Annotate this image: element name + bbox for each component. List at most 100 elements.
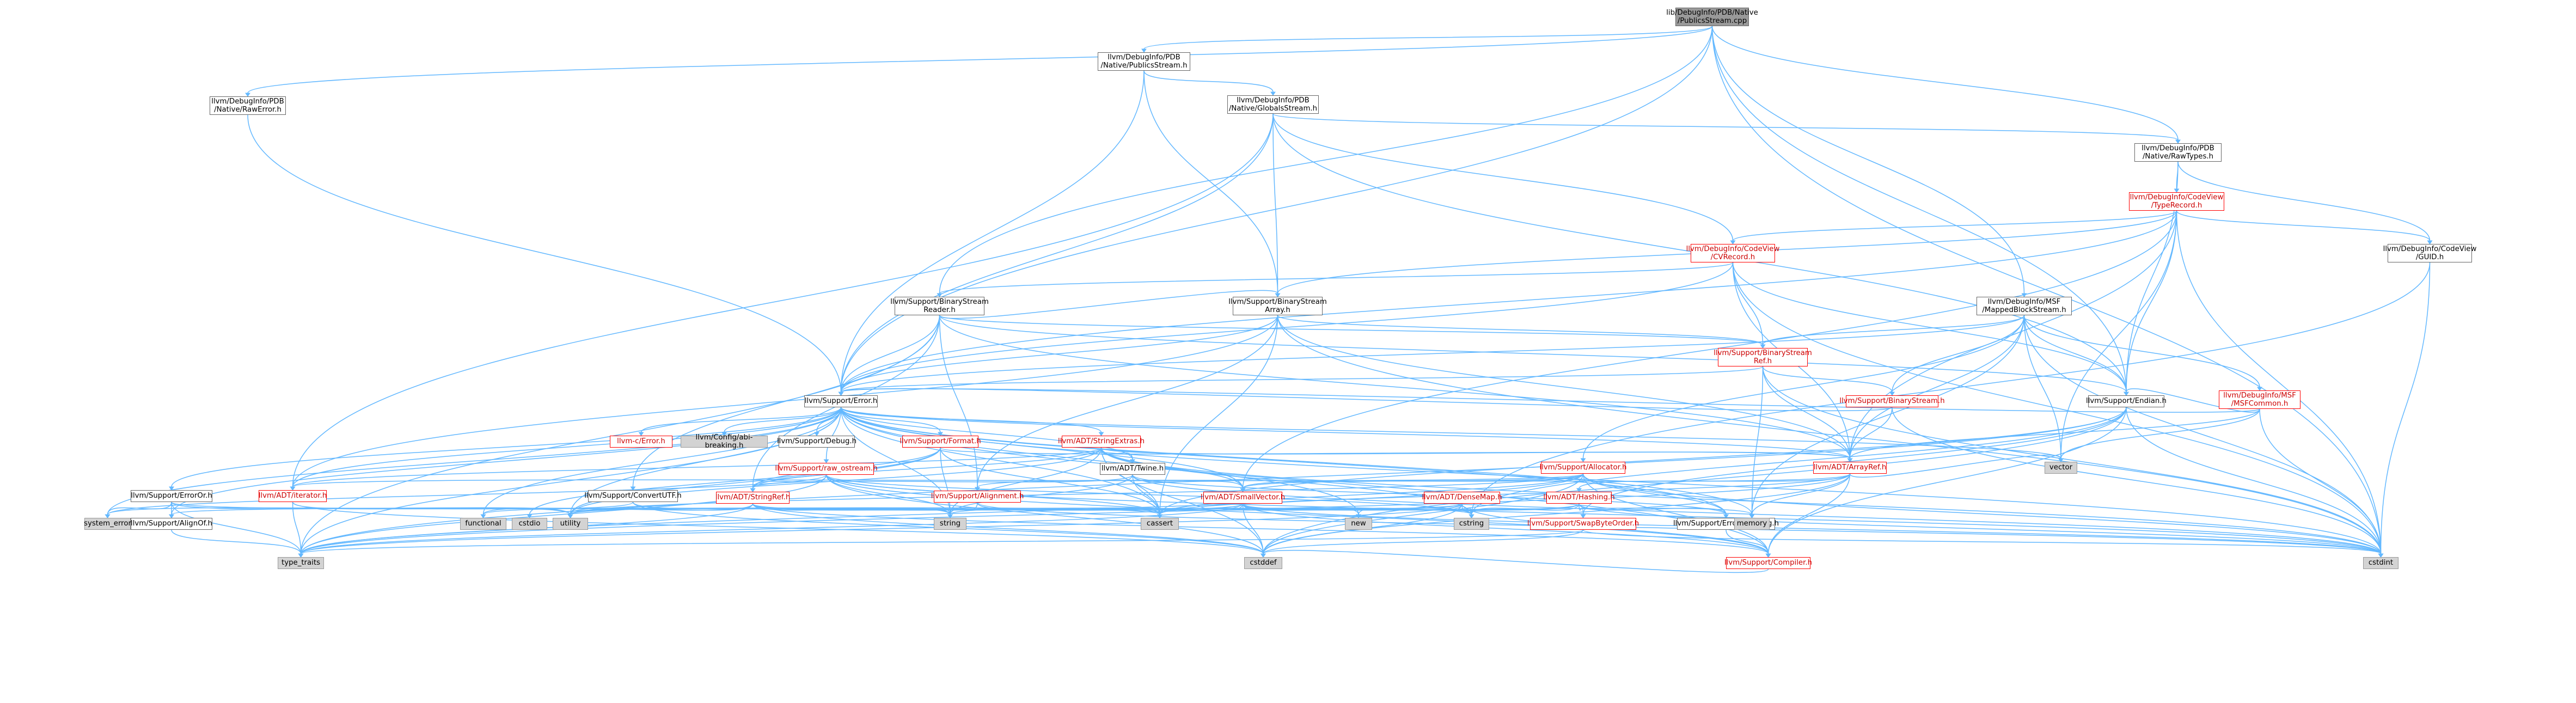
edge-arrow (169, 486, 174, 491)
edge-arrow (2124, 392, 2129, 396)
edge-root-nativeRawError (247, 26, 1713, 94)
node-abi-breaking[interactable]: llvm/Config/abi-breaking.h (681, 433, 768, 450)
node-root[interactable]: lib/DebugInfo/PDB/Native /PublicsStream.… (1666, 8, 1758, 26)
node-string-extras[interactable]: llvm/ADT/StringExtras.h (1058, 436, 1145, 448)
node-msf-common[interactable]: llvm/DebugInfo/MSF /MSFCommon.h (2219, 390, 2300, 409)
node-cassert[interactable]: cassert (1141, 518, 1179, 530)
node-string[interactable]: string (934, 518, 966, 530)
node-hashing[interactable]: llvm/ADT/Hashing.h (1543, 492, 1615, 504)
node-bin-stream-array[interactable]: llvm/Support/BinaryStream Array.h (1228, 297, 1327, 315)
edge-msfCommon-arrayRef (1849, 408, 2260, 459)
node-raw-types[interactable]: llvm/DebugInfo/PDB /Native/RawTypes.h (2134, 143, 2222, 162)
node-allocator[interactable]: llvm/Support/Allocator.h (1539, 462, 1627, 474)
edge-endian-cstdint (2126, 407, 2382, 554)
node-format[interactable]: llvm/Support/Format.h (900, 436, 981, 448)
edge-publicsStream-globalsStream (1143, 70, 1274, 93)
node-align-of[interactable]: llvm/Support/AlignOf.h (131, 518, 212, 530)
node-type-traits[interactable]: type_traits (278, 557, 324, 569)
edge-arrayRef-compiler (1767, 473, 1851, 554)
node-type-record[interactable]: llvm/DebugInfo/CodeView /TypeRecord.h (2129, 192, 2224, 211)
node-guid[interactable]: llvm/DebugInfo/CodeView /GUID.h (2383, 244, 2477, 262)
node-endian[interactable]: llvm/Support/Endian.h (2086, 395, 2167, 407)
edge-cvRecord-binStreamReader (939, 262, 1734, 294)
node-globals-stream[interactable]: llvm/DebugInfo/PDB /Native/GlobalsStream… (1227, 95, 1319, 114)
edge-root-error (840, 26, 1713, 393)
edge-allocator-cstddef (1263, 473, 1584, 554)
edge-arrow (1580, 458, 1586, 462)
edge-binStreamReader-error (840, 315, 940, 393)
edge-allocator-cassert (1159, 473, 1584, 515)
node-publics-stream[interactable]: llvm/DebugInfo/PDB /Native/PublicsStream… (1098, 52, 1190, 71)
node-bin-stream-ref[interactable]: llvm/Support/BinaryStream Ref.h (1714, 348, 1812, 366)
edge-error-vector (840, 407, 2061, 459)
node-string-ref[interactable]: llvm/ADT/StringRef.h (715, 492, 790, 504)
edge-error-rawOstream (825, 407, 842, 460)
edge-globalsStream-rawTypes (1272, 113, 2179, 140)
edge-arrayRef-memory (1751, 473, 1851, 515)
edge-arrow (2378, 553, 2384, 558)
edge-nativeRawError-error (247, 114, 842, 393)
edge-mappedBlockStream-msfCommon (2023, 315, 2260, 388)
node-new[interactable]: new (1345, 518, 1372, 530)
node-vector[interactable]: vector (2045, 462, 2077, 474)
edge-cvRecord-binStreamRef (1732, 262, 1764, 345)
edge-stringExtras-cstdint (1100, 447, 2382, 554)
edge-arrow (1270, 91, 1276, 96)
edge-stringExtras-string (950, 447, 1102, 515)
edge-arrow (298, 553, 304, 558)
edge-iterator-cstddef (292, 502, 1264, 554)
node-cstring[interactable]: cstring (1454, 518, 1489, 530)
edge-msfCommon-endian (2126, 388, 2260, 413)
edge-binStream-cstdint (1892, 407, 2382, 554)
edge-root-binStreamReader (939, 26, 1713, 294)
edge-arrayRef-cassert (1159, 473, 1851, 515)
node-memory[interactable]: memory (1734, 518, 1770, 530)
edge-mappedBlockStream-cstdint (2023, 315, 2382, 554)
edge-arrow (750, 488, 756, 492)
node-raw-ostream[interactable]: llvm/Support/raw_ostream.h (775, 463, 878, 475)
edge-allocator-utility (570, 473, 1584, 515)
node-bin-stream-reader[interactable]: llvm/Support/BinaryStream Reader.h (890, 297, 989, 315)
edge-binStream-arrayRef (1849, 407, 1893, 459)
node-system-error[interactable]: system_error (84, 518, 131, 530)
edge-mappedBlockStream-endian (2023, 315, 2127, 393)
node-cv-record[interactable]: llvm/DebugInfo/CodeView /CVRecord.h (1686, 244, 1780, 262)
node-compiler[interactable]: llvm/Support/Compiler.h (1724, 557, 1812, 569)
edge-arrow (1730, 240, 1736, 244)
edge-iterator-typeTraits (292, 502, 302, 554)
edge-hashing-cstdint (1578, 503, 2382, 554)
edge-cvRecord-error (840, 262, 1734, 393)
node-small-vector[interactable]: llvm/ADT/SmallVector.h (1201, 492, 1285, 504)
node-convert-u-t-f[interactable]: llvm/Support/ConvertUTF.h (584, 490, 682, 502)
edge-binStreamReader-alignment (939, 315, 978, 488)
edge-arrow (1261, 553, 1266, 558)
edge-typeRecord-vector (2060, 210, 2177, 459)
node-twine[interactable]: llvm/ADT/Twine.h (1100, 463, 1165, 475)
node-swap-byte-order[interactable]: llvm/Support/SwapByteOrder.h (1527, 518, 1639, 530)
node-cstdio[interactable]: cstdio (512, 518, 547, 530)
edge-binStreamRef-binStream (1762, 366, 1893, 393)
edge-errorOr-typeTraits (171, 502, 302, 554)
node-array-ref[interactable]: llvm/ADT/ArrayRef.h (1813, 462, 1887, 474)
node-utility[interactable]: utility (553, 518, 588, 530)
node-native-raw-error[interactable]: llvm/DebugInfo/PDB /Native/RawError.h (210, 96, 286, 115)
node-dense-map[interactable]: llvm/ADT/DenseMap.h (1422, 492, 1502, 504)
node-alignment[interactable]: llvm/Support/Alignment.h (931, 491, 1024, 503)
edge-arrow (823, 459, 829, 463)
edge-root-cstdint (1711, 26, 2382, 554)
node-cstddef[interactable]: cstddef (1244, 557, 1282, 569)
edge-binStreamRef-cstdint (1762, 366, 2382, 554)
edge-binStream-error (840, 388, 1893, 412)
edge-stringExtras-stringRef (752, 447, 1102, 489)
node-mapped-block-stream[interactable]: llvm/DebugInfo/MSF /MappedBlockStream.h (1977, 297, 2072, 315)
edge-format-cstdio (529, 447, 941, 515)
node-functional[interactable]: functional (460, 518, 506, 530)
node-error[interactable]: llvm/Support/Error.h (804, 395, 878, 407)
node-iterator[interactable]: llvm/ADT/iterator.h (259, 490, 327, 502)
edge-arrow (1141, 48, 1147, 53)
node-error-or[interactable]: llvm/Support/ErrorOr.h (131, 490, 212, 502)
node-cstdint[interactable]: cstdint (2363, 557, 2398, 569)
node-c-error[interactable]: llvm-c/Error.h (610, 436, 672, 448)
node-bin-stream[interactable]: llvm/Support/BinaryStream.h (1839, 395, 1945, 407)
node-debug[interactable]: llvm/Support/Debug.h (777, 436, 856, 448)
